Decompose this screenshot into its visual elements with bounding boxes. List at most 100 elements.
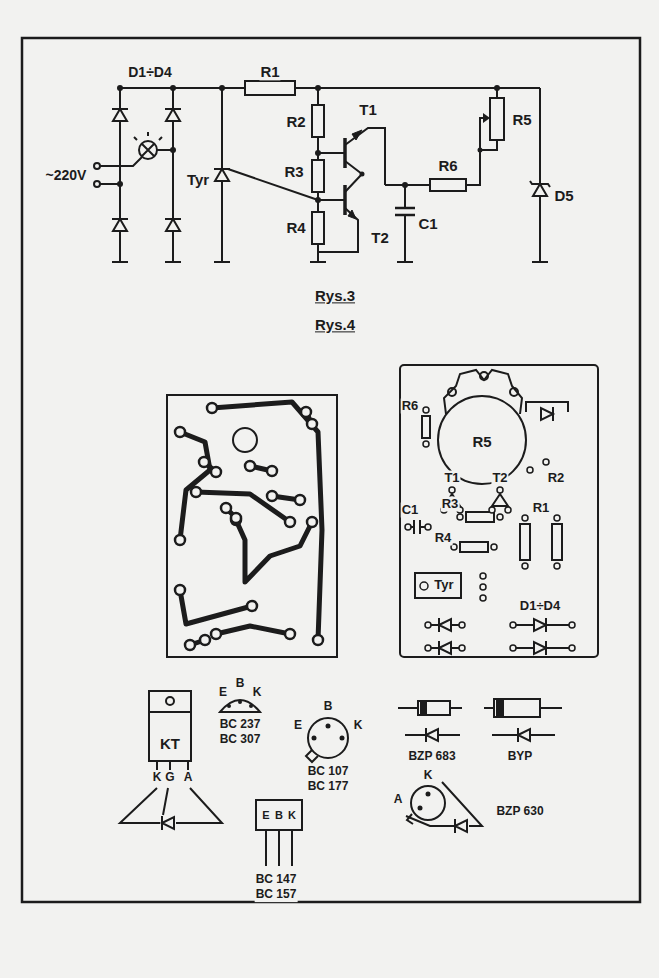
component-outline	[408, 402, 570, 648]
solder-pad	[211, 467, 221, 477]
terminal	[94, 181, 100, 187]
pin-label: B	[235, 677, 246, 691]
thyristor-hole	[420, 582, 428, 590]
package-drawing	[166, 697, 174, 705]
pin-label: K	[423, 769, 434, 783]
component-label: D1÷D4	[127, 64, 172, 80]
potentiometer-outline	[448, 388, 456, 396]
solder-pad	[285, 517, 295, 527]
junction-dot	[315, 197, 321, 203]
mounting-hole	[233, 428, 257, 452]
part-number: BZP 683	[407, 750, 456, 764]
diode-symbol	[112, 109, 550, 231]
pcb-outline	[167, 395, 337, 657]
solder-pad	[175, 585, 185, 595]
transistor-symbol	[348, 210, 356, 219]
component-pad	[425, 524, 431, 530]
figure-caption: Rys.4	[314, 316, 356, 333]
capacitor-symbol	[395, 208, 415, 215]
node-text: KT	[160, 735, 180, 752]
component-pad	[510, 622, 516, 628]
pin-label: K	[287, 809, 297, 822]
junction-dot	[170, 147, 176, 153]
diode-symbol	[112, 219, 128, 231]
schematic-wire	[112, 261, 548, 263]
schematic-wire	[222, 88, 318, 262]
copper-track	[180, 432, 210, 540]
diode-outline	[541, 407, 553, 421]
component-label: R6	[437, 157, 458, 174]
component-pad	[569, 622, 575, 628]
solder-pad	[267, 491, 277, 501]
pin-label: B	[323, 700, 334, 714]
solder-pad	[211, 629, 221, 639]
component-label: R1	[532, 501, 551, 516]
solder-pad	[175, 403, 323, 650]
junction-dot	[117, 181, 123, 187]
solder-pad	[185, 640, 195, 650]
component-outline	[466, 512, 494, 522]
component-pad	[489, 507, 495, 513]
lamp-symbol	[139, 141, 157, 159]
component-pad	[457, 514, 463, 520]
schematic-wire	[120, 87, 540, 89]
solder-pad	[221, 503, 231, 513]
component-pad	[480, 573, 486, 579]
component-outline	[520, 524, 530, 560]
resistor-symbol	[312, 105, 324, 137]
diode-symbol	[455, 819, 467, 833]
diode-symbol	[165, 219, 181, 231]
solder-pad	[307, 419, 317, 429]
package-pin	[326, 724, 331, 729]
package-drawing	[220, 700, 260, 712]
diode-symbol	[518, 728, 530, 742]
junction-dot	[360, 172, 365, 177]
component-pad	[405, 407, 575, 651]
component-label: T2	[370, 229, 390, 246]
schematic-wire	[120, 88, 173, 262]
component-pad	[510, 645, 516, 651]
component-outline	[552, 524, 562, 560]
part-number: BC 177	[307, 780, 350, 794]
package-drawing	[308, 718, 348, 758]
solder-pad	[191, 487, 201, 497]
terminal	[94, 163, 100, 169]
package-pin	[340, 736, 345, 741]
package-drawing	[306, 750, 318, 762]
component-label: C1	[417, 215, 438, 232]
component-pad	[522, 563, 528, 569]
package-pin	[312, 736, 317, 741]
junction-dot	[117, 85, 123, 91]
part-number: BC 147	[255, 873, 298, 887]
solder-pad	[295, 495, 305, 505]
thyristor-symbol	[162, 816, 174, 830]
lamp-symbol	[134, 132, 162, 159]
component-label: T1	[443, 471, 460, 486]
resistor-symbol	[312, 212, 324, 244]
pin-label: E	[218, 686, 228, 700]
schematic-wire	[100, 150, 173, 184]
component-pad	[480, 584, 486, 590]
component-label: R6	[401, 399, 420, 414]
pin-label: A	[393, 793, 404, 807]
component-pad	[449, 487, 455, 493]
junction-dot	[402, 182, 408, 188]
package-pin	[426, 792, 431, 797]
pin-label: B	[274, 809, 284, 822]
copper-track	[196, 492, 290, 522]
part-number: BC 107	[307, 765, 350, 779]
component-pad	[497, 487, 503, 493]
thyristor-symbol	[214, 169, 230, 181]
component-label: R4	[434, 531, 453, 546]
copper-track	[212, 402, 322, 640]
potentiometer-outline	[480, 372, 488, 380]
solder-pad	[301, 407, 311, 417]
junction-dot	[315, 85, 321, 91]
component-label: R3	[283, 163, 304, 180]
component-pad	[554, 563, 560, 569]
solder-pad	[175, 427, 185, 437]
potentiometer-outline	[510, 388, 518, 396]
package-pin	[227, 700, 431, 811]
pin-label: E	[261, 809, 270, 822]
terminal	[94, 163, 100, 187]
